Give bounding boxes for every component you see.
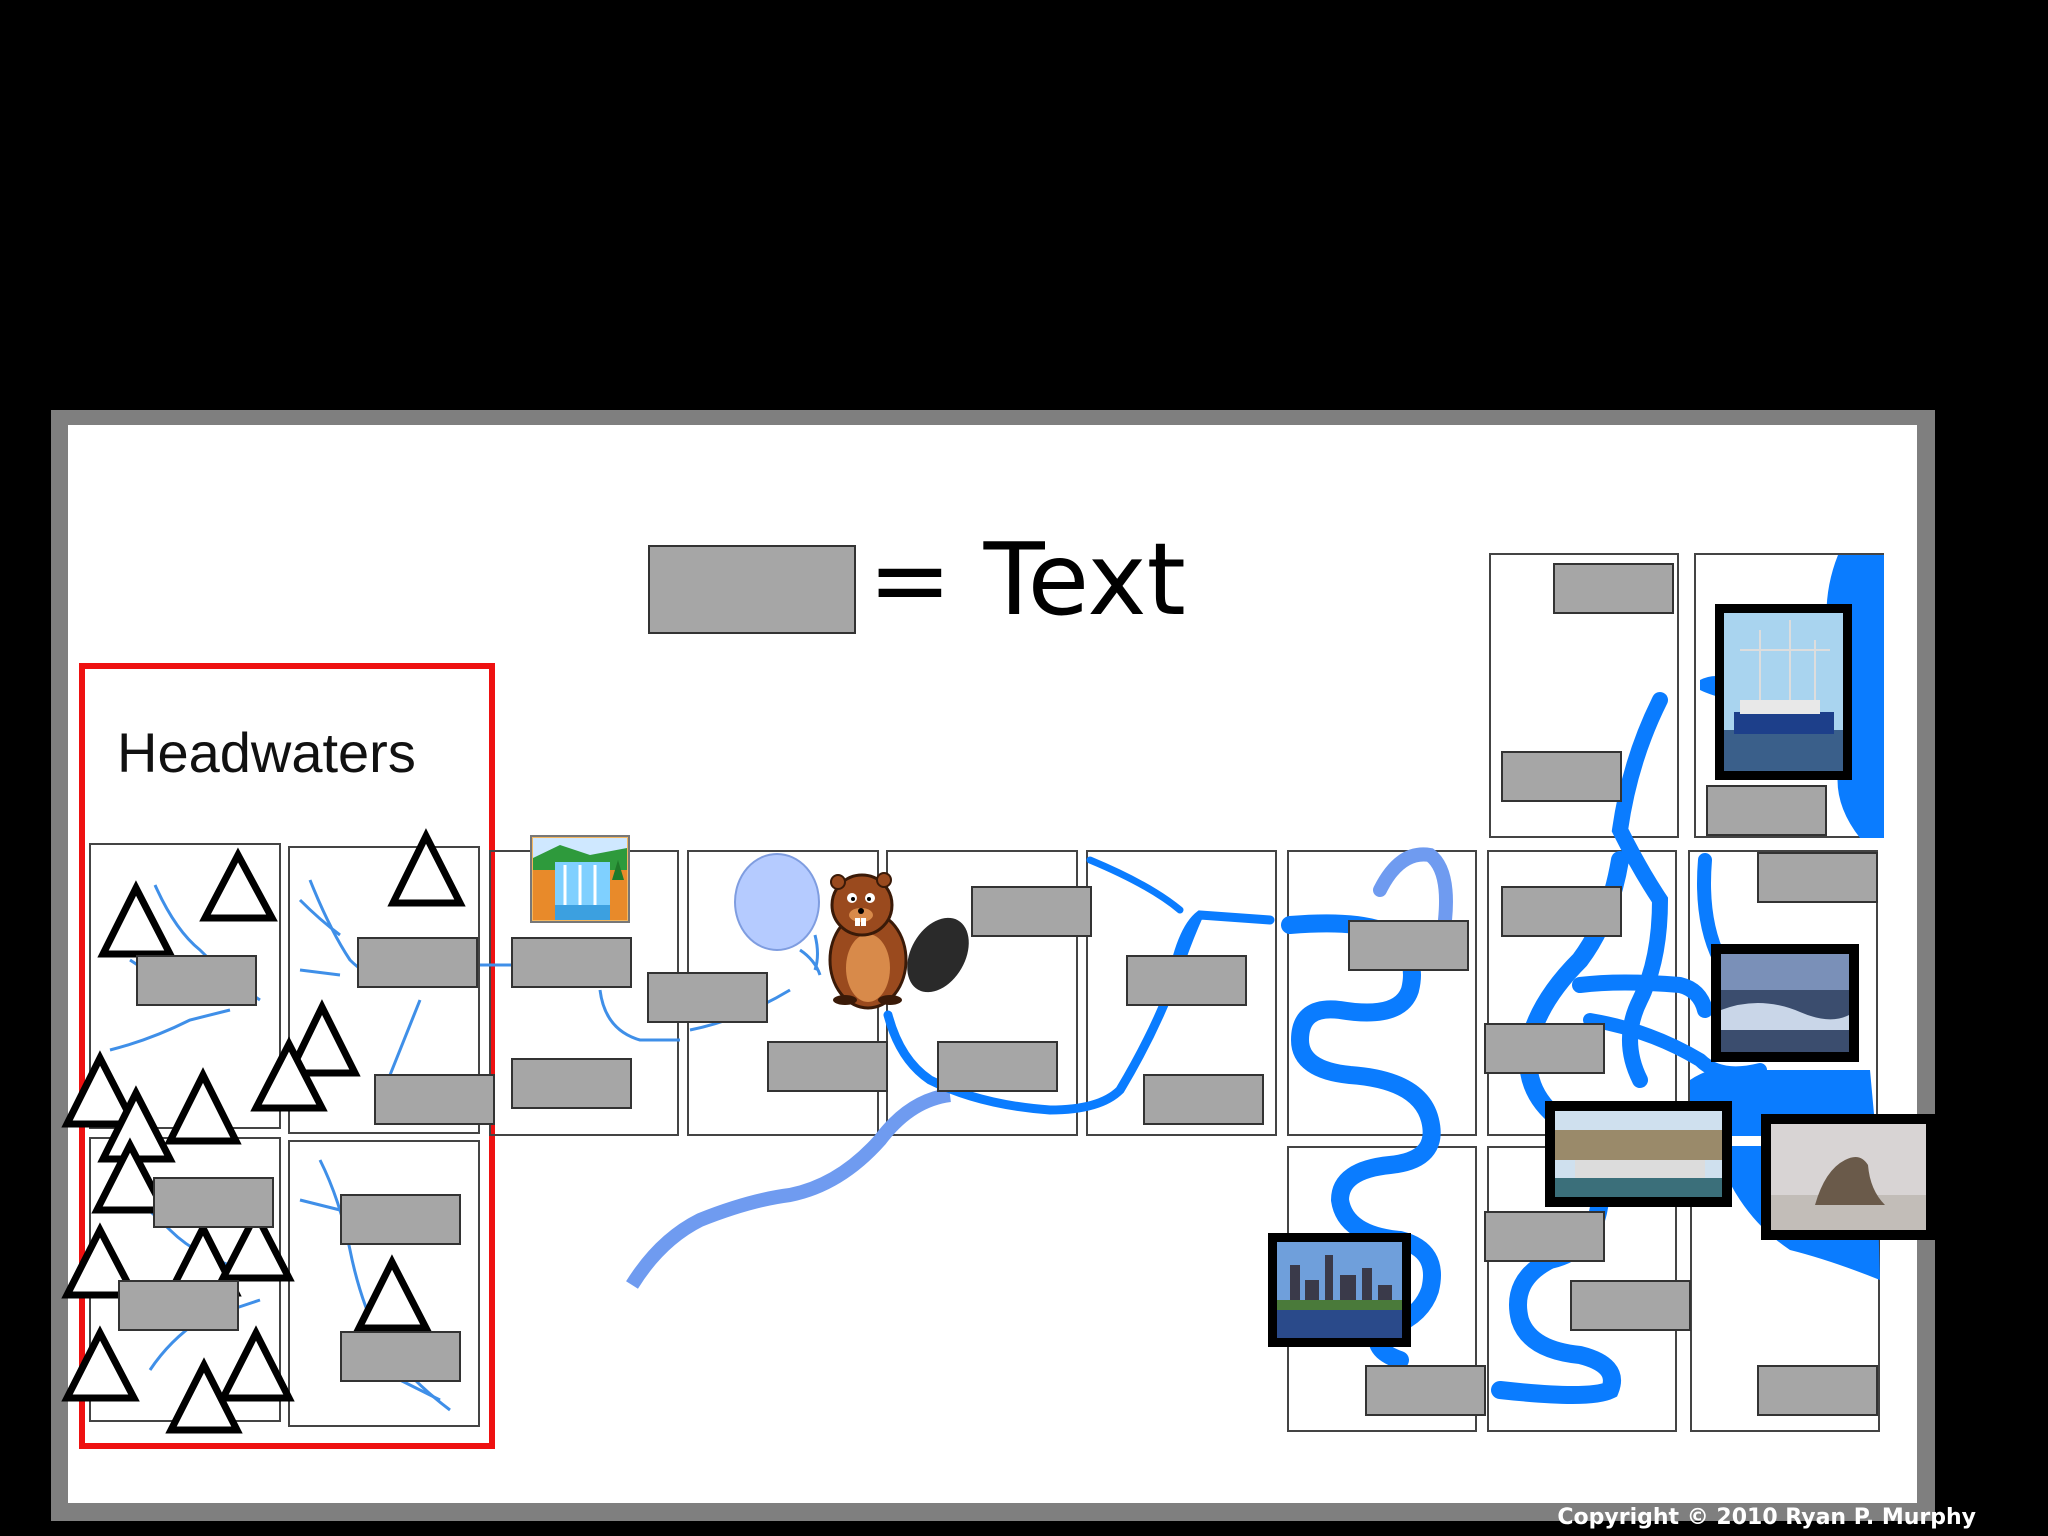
mountain-triangle-icon <box>61 1222 140 1299</box>
sea-lion-photo <box>1761 1114 1936 1240</box>
text-box <box>136 955 257 1006</box>
text-box <box>1757 852 1878 903</box>
mountain-triangle-icon <box>164 1067 242 1145</box>
mountain-triangle-icon <box>61 1325 140 1402</box>
panel-meander-1 <box>1287 850 1477 1136</box>
text-box <box>1501 886 1622 937</box>
text-box <box>1484 1211 1605 1262</box>
text-box <box>1365 1365 1486 1416</box>
text-box <box>647 972 768 1023</box>
city-riverfront-photo <box>1268 1233 1411 1347</box>
mountain-triangle-icon <box>250 1036 328 1112</box>
panel-stream <box>1086 850 1277 1136</box>
text-box <box>1553 563 1674 614</box>
text-box <box>1706 785 1827 836</box>
text-box <box>511 937 632 988</box>
text-box <box>511 1058 632 1109</box>
legend-text-box <box>648 545 856 634</box>
panel-hw-4 <box>288 1140 480 1427</box>
text-box <box>357 937 478 988</box>
main-river <box>883 692 1767 1404</box>
mountain-triangle-icon <box>165 1357 243 1434</box>
text-box <box>971 886 1092 937</box>
panel-top-left <box>1489 553 1679 838</box>
text-box <box>340 1194 461 1245</box>
legend-equals-text: = Text <box>868 521 1186 638</box>
ocean-waves-photo <box>1711 944 1859 1062</box>
panel-hw-2 <box>288 846 480 1134</box>
mountain-triangle-icon <box>97 880 176 958</box>
text-box <box>1501 751 1622 802</box>
text-box <box>1126 955 1247 1006</box>
text-box <box>118 1280 239 1331</box>
headwaters-label: Headwaters <box>117 721 416 784</box>
text-box <box>1348 920 1469 971</box>
text-box <box>340 1331 461 1382</box>
mountain-triangle-icon <box>217 1206 295 1282</box>
fishing-boat-photo <box>1715 604 1852 780</box>
text-box <box>374 1074 495 1125</box>
mountain-triangle-icon <box>91 1137 170 1214</box>
text-box <box>767 1041 888 1092</box>
mountain-triangle-icon <box>353 1254 432 1332</box>
text-box <box>937 1041 1058 1092</box>
headwaters-highlight-box <box>79 663 495 1449</box>
dam-photo <box>1545 1101 1732 1207</box>
text-box <box>1484 1023 1605 1074</box>
mountain-triangle-icon <box>284 999 361 1077</box>
mountain-triangle-icon <box>61 1050 140 1128</box>
text-box <box>1570 1280 1691 1331</box>
pond-icon <box>734 853 820 951</box>
text-box <box>153 1177 274 1228</box>
mountain-triangle-icon <box>217 1325 295 1402</box>
copyright-text: Copyright © 2010 Ryan P. Murphy <box>1557 1505 1976 1530</box>
mountain-triangle-icon <box>387 828 466 907</box>
text-box <box>1757 1365 1878 1416</box>
light-river <box>626 1088 952 1289</box>
mountain-triangle-icon <box>199 847 278 922</box>
text-box <box>1143 1074 1264 1125</box>
